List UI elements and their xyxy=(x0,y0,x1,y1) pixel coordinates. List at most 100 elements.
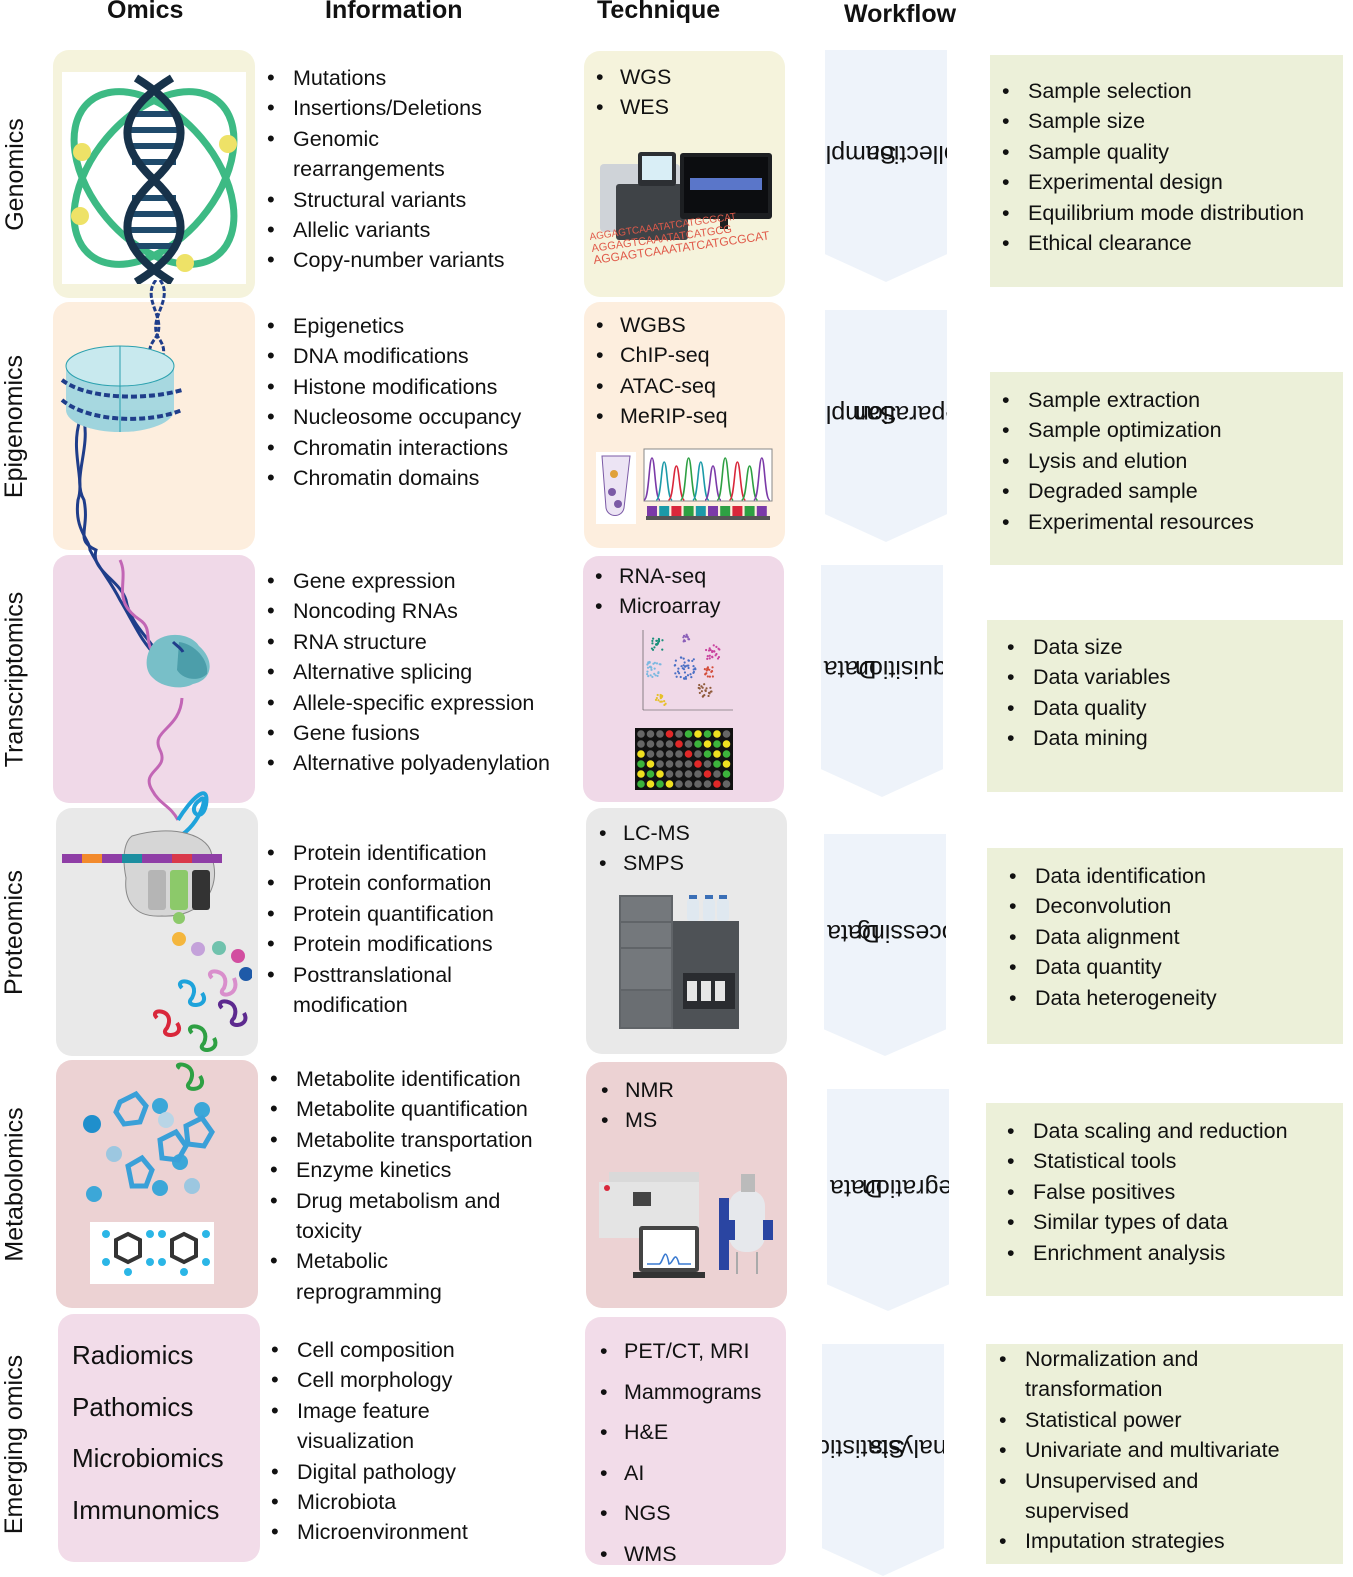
emerging-type: Radiomics xyxy=(72,1340,194,1370)
chromatogram-peak xyxy=(728,461,747,501)
scatter-point xyxy=(711,650,714,653)
chromatogram-peak xyxy=(679,457,698,501)
scatter-point xyxy=(708,657,711,660)
scatter-point xyxy=(689,673,692,676)
scatter-point xyxy=(700,690,703,693)
information-item: DNA modifications xyxy=(267,341,567,372)
base-label xyxy=(695,506,706,516)
workflow-details-statistical-analysis: Normalization and transformation Statist… xyxy=(986,1344,1343,1564)
scatter-point xyxy=(712,644,715,647)
scatter-point xyxy=(684,675,687,679)
scatter-point xyxy=(710,670,714,673)
microarray-spot xyxy=(656,760,664,768)
workflow-item: Sample size xyxy=(1002,106,1304,137)
information-item: Epigenetics xyxy=(267,311,567,342)
microarray-spot xyxy=(665,770,674,778)
workflow-item: Data quality xyxy=(1007,693,1170,724)
emerging-omics-types: Radiomics Pathomics Microbiomics Immunom… xyxy=(72,1330,224,1536)
scatter-point xyxy=(706,667,709,670)
header-information: Information xyxy=(325,0,463,24)
workflow-details-data-acquisition: Data size Data variables Data quality Da… xyxy=(987,620,1343,792)
scatter-point xyxy=(683,639,687,643)
scatter-point xyxy=(707,649,711,652)
scatter-point xyxy=(698,691,701,695)
scatter-point xyxy=(682,668,686,671)
technique-list-transcriptomics: RNA-seq Microarray xyxy=(593,561,721,622)
header-workflow: Workflow xyxy=(844,0,957,28)
information-item: Protein conformation xyxy=(267,868,567,899)
microarray-spot xyxy=(665,750,674,758)
technique-item: WGS xyxy=(594,62,671,93)
technique-item: MeRIP-seq xyxy=(594,401,728,432)
information-item: Metabolic reprogramming xyxy=(270,1246,476,1307)
microarray-spot xyxy=(722,730,731,738)
emerging-type: Immunomics xyxy=(72,1494,220,1525)
base-label xyxy=(671,506,682,516)
microarray-spot xyxy=(694,730,702,738)
scatter-point xyxy=(654,698,658,701)
information-item: Mutations xyxy=(267,63,567,94)
microarray-spot xyxy=(646,750,655,758)
technique-item: ATAC-seq xyxy=(594,371,728,402)
scatter-point xyxy=(706,675,709,678)
scatter-point xyxy=(646,673,649,676)
scatter-point xyxy=(674,672,677,675)
microarray-spot xyxy=(665,740,674,748)
scatter-point xyxy=(682,636,685,639)
workflow-item: Equilibrium mode distribution xyxy=(1002,198,1304,229)
information-list-genomics: Mutations Insertions/Deletions Genomic r… xyxy=(267,63,567,276)
workflow-item: Data identification xyxy=(1009,861,1217,892)
scatter-point xyxy=(682,657,685,660)
technique-item: MS xyxy=(599,1105,674,1136)
scatter-point xyxy=(649,674,652,677)
workflow-item: Experimental resources xyxy=(1002,507,1254,538)
microarray-spot xyxy=(713,770,721,778)
workflow-details-sample-collection: Sample selection Sample size Sample qual… xyxy=(990,55,1343,287)
chromatogram-peak xyxy=(692,461,710,501)
microarray-spot xyxy=(656,770,664,778)
microarray-spot xyxy=(675,740,683,748)
base-label xyxy=(732,506,743,516)
technique-item: H&E xyxy=(598,1412,761,1453)
scatter-point xyxy=(674,659,677,662)
scatter-point xyxy=(648,665,652,668)
information-item: Nucleosome occupancy xyxy=(267,402,567,433)
workflow-item: Similar types of data xyxy=(1007,1207,1288,1238)
information-item: Posttranslational modification xyxy=(267,960,483,1021)
scatter-point xyxy=(647,661,650,665)
technique-list-proteomics: LC-MS SMPS xyxy=(597,818,690,879)
scatter-point xyxy=(680,665,683,668)
microarray-spot xyxy=(713,750,721,758)
scatter-point xyxy=(692,671,695,674)
microarray-spot xyxy=(703,770,712,778)
microarray-spot xyxy=(694,750,702,758)
technique-item: Microarray xyxy=(593,591,721,622)
scatter-point xyxy=(679,675,682,679)
information-item: Metabolite identification xyxy=(270,1064,570,1095)
microarray-spot xyxy=(703,730,712,738)
microarray-spot xyxy=(703,740,712,748)
rna-polymerase-icon xyxy=(146,634,210,688)
tsne-microarray-icon xyxy=(635,630,733,790)
emerging-type: Pathomics xyxy=(72,1391,194,1422)
scatter-point xyxy=(700,685,703,688)
scatter-point xyxy=(656,674,659,678)
scatter-point xyxy=(656,693,659,697)
lc-ms-instrument-icon xyxy=(619,895,739,1029)
workflow-item: Enrichment analysis xyxy=(1007,1238,1288,1269)
omics-card-transcriptomics xyxy=(53,555,255,803)
information-list-emerging: Cell composition Cell morphology Image f… xyxy=(271,1335,571,1548)
scatter-point xyxy=(661,694,664,698)
information-item: Digital pathology xyxy=(271,1457,571,1488)
technique-item: SMPS xyxy=(597,848,690,879)
scatter-point xyxy=(656,642,659,645)
information-item: Microbiota xyxy=(271,1487,571,1518)
technique-item: WES xyxy=(594,92,671,123)
nmr-ms-instrument-icon xyxy=(599,1172,773,1278)
microarray-spot xyxy=(675,760,683,768)
microarray-spot xyxy=(722,740,731,748)
scatter-point xyxy=(704,689,707,692)
information-item: Gene fusions xyxy=(267,718,587,749)
